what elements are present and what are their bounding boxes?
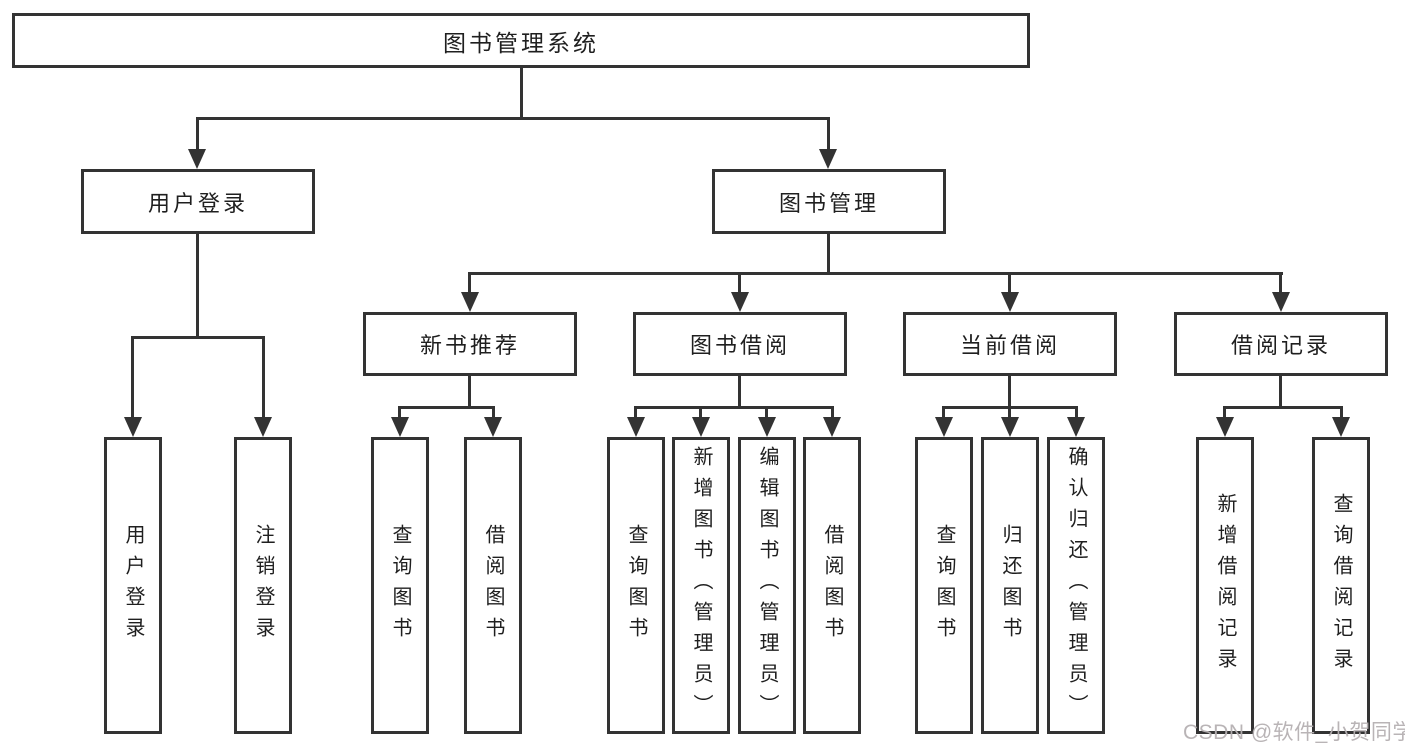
arrow-down-icon — [823, 417, 841, 437]
connector-h — [468, 272, 1283, 275]
leaf-label: 查询借阅记录 — [1330, 492, 1352, 679]
arrow-down-icon — [627, 417, 645, 437]
leaf-label: 借阅图书 — [482, 523, 504, 648]
leaf-logout: 注销登录 — [234, 437, 292, 734]
connector-v — [634, 406, 637, 422]
leaf-query-books-newbooks: 查询图书 — [371, 437, 429, 734]
connector-v — [196, 234, 199, 339]
connector-v — [1340, 406, 1343, 422]
connector-v — [468, 272, 471, 297]
node-root-system: 图书管理系统 — [12, 13, 1030, 68]
leaf-borrow-books-borrowing: 借阅图书 — [803, 437, 861, 734]
connector-v — [831, 406, 834, 422]
node-current-borrowing: 当前借阅 — [903, 312, 1117, 376]
leaf-add-borrow-record: 新增借阅记录 — [1196, 437, 1254, 734]
node-book-management: 图书管理 — [712, 169, 946, 234]
leaf-query-books-borrowing: 查询图书 — [607, 437, 665, 734]
connector-h — [131, 336, 265, 339]
arrow-down-icon — [391, 417, 409, 437]
connector-v — [699, 406, 702, 422]
connector-v — [827, 234, 830, 275]
connector-v — [196, 117, 199, 152]
leaf-add-books-admin: 新增图书（管理员） — [672, 437, 730, 734]
leaf-edit-books-admin: 编辑图书（管理员） — [738, 437, 796, 734]
leaf-label: 新增借阅记录 — [1214, 492, 1236, 679]
connector-v — [520, 68, 523, 120]
node-borrow-records: 借阅记录 — [1174, 312, 1388, 376]
connector-h — [634, 406, 834, 409]
connector-h — [196, 117, 830, 120]
arrow-down-icon — [188, 149, 206, 169]
leaf-query-books-current: 查询图书 — [915, 437, 973, 734]
arrow-down-icon — [484, 417, 502, 437]
leaf-label: 编辑图书（管理员） — [756, 446, 778, 725]
connector-v — [1008, 376, 1011, 409]
leaf-query-borrow-record: 查询借阅记录 — [1312, 437, 1370, 734]
arrow-down-icon — [1332, 417, 1350, 437]
connector-v — [398, 406, 401, 422]
leaf-label: 确认归还（管理员） — [1065, 446, 1087, 725]
leaf-label: 查询图书 — [389, 523, 411, 648]
connector-v — [1008, 272, 1011, 297]
connector-v — [262, 336, 265, 421]
connector-h — [398, 406, 495, 409]
leaf-confirm-return-admin: 确认归还（管理员） — [1047, 437, 1105, 734]
leaf-user-login: 用户登录 — [104, 437, 162, 734]
leaf-label: 查询图书 — [625, 523, 647, 648]
connector-v — [1008, 406, 1011, 422]
arrow-down-icon — [461, 292, 479, 312]
connector-v — [738, 272, 741, 297]
connector-v — [738, 376, 741, 409]
leaf-label: 借阅图书 — [821, 523, 843, 648]
connector-v — [1279, 376, 1282, 409]
connector-h — [1223, 406, 1343, 409]
connector-v — [765, 406, 768, 422]
arrow-down-icon — [124, 417, 142, 437]
arrow-down-icon — [731, 292, 749, 312]
arrow-down-icon — [1001, 417, 1019, 437]
node-book-borrowing: 图书借阅 — [633, 312, 847, 376]
arrow-down-icon — [935, 417, 953, 437]
connector-v — [468, 376, 471, 409]
leaf-label: 注销登录 — [252, 523, 274, 648]
arrow-down-icon — [1001, 292, 1019, 312]
connector-v — [942, 406, 945, 422]
watermark: CSDN @软件_小贺同学 — [1183, 721, 1405, 744]
connector-v — [492, 406, 495, 422]
arrow-down-icon — [819, 149, 837, 169]
connector-v — [1223, 406, 1226, 422]
arrow-down-icon — [1067, 417, 1085, 437]
arrow-down-icon — [1216, 417, 1234, 437]
connector-v — [131, 336, 134, 421]
arrow-down-icon — [692, 417, 710, 437]
node-user-login: 用户登录 — [81, 169, 315, 234]
arrow-down-icon — [254, 417, 272, 437]
node-new-book-recommend: 新书推荐 — [363, 312, 577, 376]
arrow-down-icon — [758, 417, 776, 437]
leaf-return-books: 归还图书 — [981, 437, 1039, 734]
leaf-label: 归还图书 — [999, 523, 1021, 648]
connector-v — [1279, 272, 1282, 297]
leaf-borrow-books-newbooks: 借阅图书 — [464, 437, 522, 734]
connector-v — [1075, 406, 1078, 422]
leaf-label: 查询图书 — [933, 523, 955, 648]
arrow-down-icon — [1272, 292, 1290, 312]
leaf-label: 新增图书（管理员） — [690, 446, 712, 725]
leaf-label: 用户登录 — [122, 523, 144, 648]
connector-v — [827, 117, 830, 152]
